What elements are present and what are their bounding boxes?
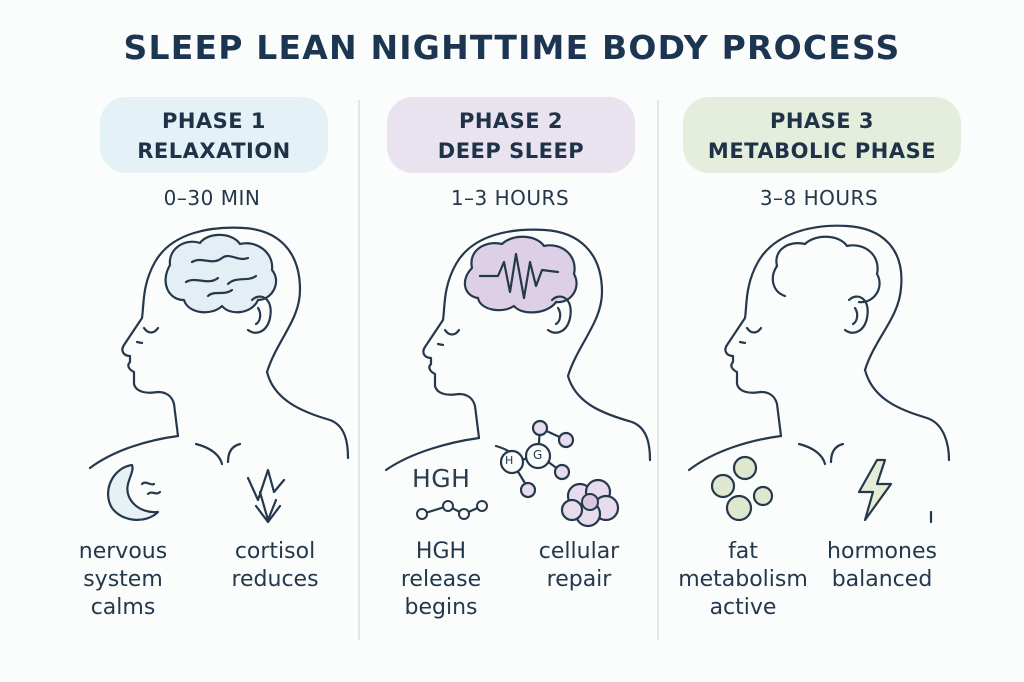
column-divider <box>358 100 360 640</box>
head-outline <box>121 226 302 438</box>
hgh-label: HGH <box>412 464 471 493</box>
column-divider <box>657 100 659 640</box>
item-hormones: hormones balanced <box>827 539 937 592</box>
phase-2-badge: PHASE 2 DEEP SLEEP <box>387 97 635 173</box>
ear <box>843 295 869 334</box>
phase-1-name: RELAXATION <box>137 139 291 163</box>
closed-eye <box>142 326 160 334</box>
page-title: SLEEP LEAN NIGHTTIME BODY PROCESS <box>123 28 901 67</box>
phase-3-number: PHASE 3 <box>769 109 875 133</box>
brain-wave-icon <box>463 235 578 314</box>
head-outline <box>422 228 604 440</box>
molecule-letter-h: H <box>505 454 514 467</box>
phase-3-head-illustration <box>687 224 951 524</box>
phase-1-number: PHASE 1 <box>161 109 267 133</box>
phase-1-duration: 0–30 MIN <box>163 186 261 210</box>
phase-3-duration: 3–8 HOURS <box>759 186 879 210</box>
phase-2-head-illustration <box>384 228 652 528</box>
phase-2-name: DEEP SLEEP <box>437 139 585 163</box>
down-arrow-icon <box>246 468 286 524</box>
item-nervous-system: nervous system calms <box>78 539 168 620</box>
item-hgh-release: HGH release begins <box>400 539 482 620</box>
item-cellular-repair: cellular repair <box>538 539 620 592</box>
phase-3-column: PHASE 3 METABOLIC PHASE 3–8 HOURS <box>669 0 969 682</box>
closed-eye <box>745 326 763 334</box>
ear <box>546 295 572 334</box>
brain-icon <box>164 233 278 314</box>
amino-chain-icon <box>416 500 488 520</box>
brain-icon <box>771 235 881 304</box>
cells-icon <box>560 478 620 528</box>
fat-cells-icon <box>710 455 774 522</box>
item-fat-metabolism: fat metabolism active <box>678 539 808 620</box>
lightning-icon <box>857 458 893 522</box>
phase-1-column: PHASE 1 RELAXATION 0–30 MIN <box>62 0 362 682</box>
hgh-molecule-icon <box>499 419 575 499</box>
item-cortisol: cortisol reduces <box>231 539 319 592</box>
phase-2-number: PHASE 2 <box>458 109 564 133</box>
moon-icon <box>107 463 162 521</box>
closed-eye <box>443 328 461 336</box>
phase-1-badge: PHASE 1 RELAXATION <box>100 97 328 173</box>
head-outline <box>724 224 903 438</box>
phase-1-head-illustration <box>88 226 350 524</box>
phase-2-column: PHASE 2 DEEP SLEEP 1–3 HOURS <box>360 0 660 682</box>
ear <box>246 295 272 334</box>
phase-3-badge: PHASE 3 METABOLIC PHASE <box>683 97 961 173</box>
molecule-letter-g: G <box>533 448 543 462</box>
phase-2-duration: 1–3 HOURS <box>450 186 570 210</box>
phase-3-name: METABOLIC PHASE <box>707 139 937 163</box>
